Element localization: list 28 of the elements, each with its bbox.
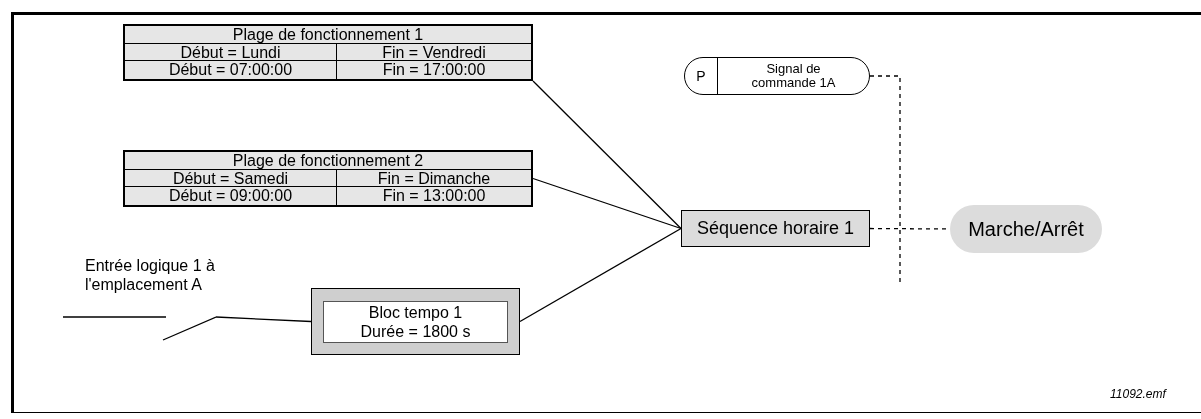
- table-cell-text: Fin = 17:00:00: [381, 61, 487, 79]
- connector-line: [215, 316, 312, 323]
- dashed-connector: [869, 75, 901, 284]
- table-cell: Fin = Vendredi: [337, 43, 531, 62]
- timer-text: Durée = 1800 s: [360, 322, 471, 341]
- input-label: Entrée logique 1 à l'emplacement A: [85, 256, 216, 294]
- schedule-table: [123, 150, 533, 207]
- connector-line: [532, 80, 682, 230]
- table-cell: Plage de fonctionnement 1: [125, 26, 531, 44]
- table-cell: Plage de fonctionnement 2: [125, 152, 531, 170]
- timer-block: [311, 288, 520, 355]
- file-name: 11092.emf: [1110, 386, 1166, 403]
- table-cell: Fin = Dimanche: [337, 169, 531, 188]
- parameter-letter: P: [685, 58, 718, 94]
- schedule-table: [123, 24, 533, 81]
- table-cell: Début = 07:00:00: [125, 61, 337, 79]
- connector-line: [532, 177, 682, 230]
- timer-panel: [323, 301, 508, 343]
- timer-text: Bloc tempo 1: [368, 303, 463, 322]
- table-cell: Début = Samedi: [125, 169, 337, 188]
- output-pill: Marche/Arrêt: [950, 205, 1102, 253]
- table-cell: Début = 09:00:00: [125, 187, 337, 205]
- table-cell: Début = Lundi: [125, 43, 337, 62]
- connector-line: [519, 227, 682, 323]
- signal-text: Signal de commande 1A: [750, 62, 837, 90]
- parameter-pill: [684, 57, 870, 95]
- table-cell-text: Fin = 13:00:00: [381, 187, 487, 205]
- sequence-box: Séquence horaire 1: [681, 210, 870, 247]
